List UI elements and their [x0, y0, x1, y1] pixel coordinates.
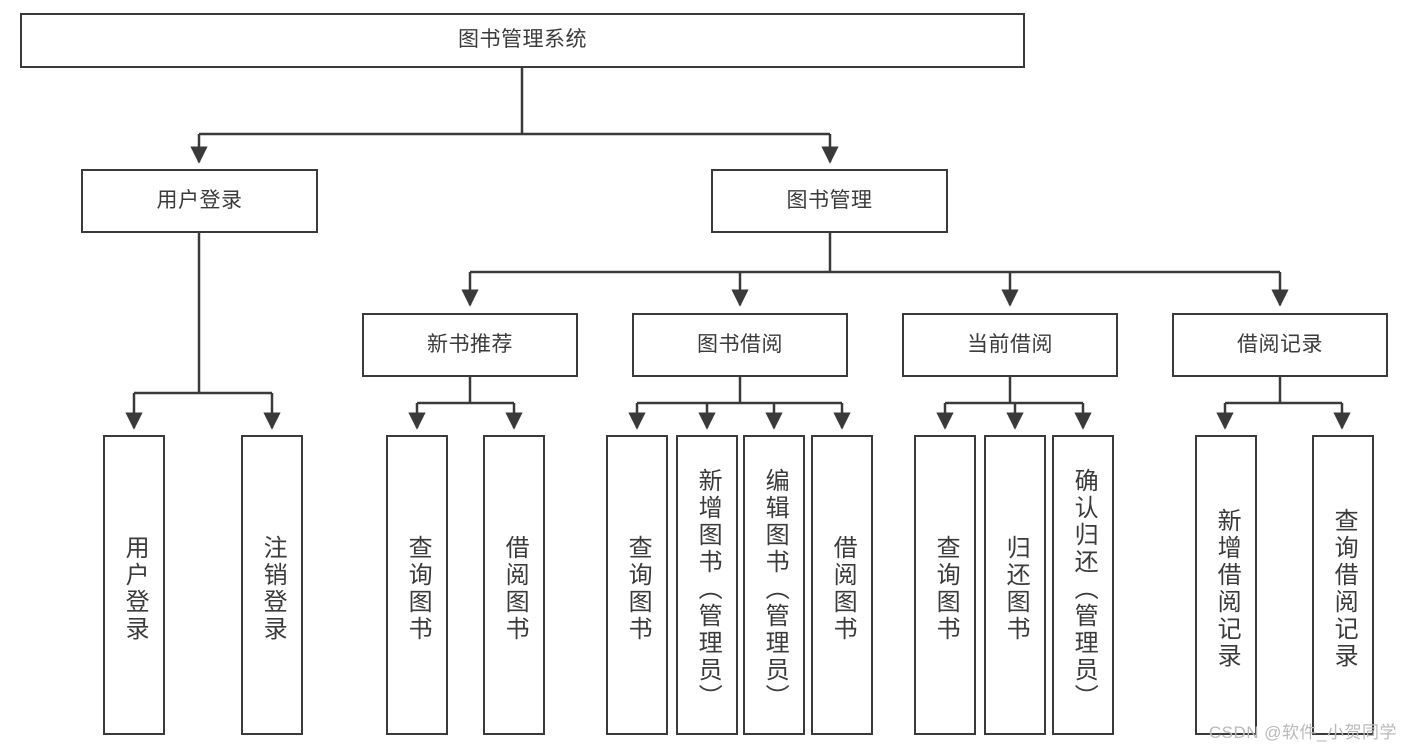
- node-leaf-query-record[interactable]: 查询借阅记录: [1312, 435, 1374, 735]
- node-book-borrow-label: 图书借阅: [697, 332, 783, 356]
- node-user-login[interactable]: 用户登录: [81, 169, 318, 233]
- node-leaf-return-book-label: 归还图书: [1002, 535, 1030, 643]
- node-leaf-add-record-label: 新增借阅记录: [1213, 508, 1241, 670]
- node-leaf-query-book-3[interactable]: 查询图书: [914, 435, 976, 735]
- node-root[interactable]: 图书管理系统: [20, 13, 1025, 68]
- node-leaf-query-book-2[interactable]: 查询图书: [606, 435, 668, 735]
- node-leaf-borrow-book-2-label: 借阅图书: [829, 535, 857, 643]
- node-leaf-user-login-label: 用户登录: [121, 535, 149, 643]
- node-leaf-add-book[interactable]: 新增图书（管理员）: [676, 435, 738, 735]
- node-leaf-add-record[interactable]: 新增借阅记录: [1195, 435, 1257, 735]
- node-leaf-confirm-return[interactable]: 确认归还（管理员）: [1052, 435, 1114, 735]
- node-book-manage-label: 图书管理: [786, 188, 873, 212]
- node-leaf-borrow-book-2[interactable]: 借阅图书: [811, 435, 873, 735]
- node-new-book-rec[interactable]: 新书推荐: [362, 313, 578, 377]
- node-leaf-return-book[interactable]: 归还图书: [984, 435, 1046, 735]
- node-new-book-rec-label: 新书推荐: [427, 332, 513, 356]
- node-borrow-record[interactable]: 借阅记录: [1172, 313, 1388, 377]
- node-leaf-edit-book-label: 编辑图书（管理员）: [761, 467, 789, 711]
- node-leaf-confirm-return-label: 确认归还（管理员）: [1070, 467, 1098, 711]
- node-book-manage[interactable]: 图书管理: [711, 169, 948, 233]
- node-leaf-logout[interactable]: 注销登录: [241, 435, 303, 735]
- node-current-borrow[interactable]: 当前借阅: [902, 313, 1118, 377]
- node-leaf-user-login[interactable]: 用户登录: [103, 435, 165, 735]
- node-leaf-query-book-3-label: 查询图书: [932, 535, 960, 643]
- node-current-borrow-label: 当前借阅: [967, 332, 1053, 356]
- node-book-borrow[interactable]: 图书借阅: [632, 313, 848, 377]
- node-leaf-query-record-label: 查询借阅记录: [1330, 508, 1358, 670]
- node-leaf-query-book-2-label: 查询图书: [624, 535, 652, 643]
- node-borrow-record-label: 借阅记录: [1237, 332, 1323, 356]
- node-leaf-borrow-book-1-label: 借阅图书: [501, 535, 529, 643]
- node-leaf-edit-book[interactable]: 编辑图书（管理员）: [743, 435, 805, 735]
- node-leaf-query-book-1[interactable]: 查询图书: [386, 435, 448, 735]
- node-user-login-label: 用户登录: [156, 188, 243, 212]
- node-leaf-add-book-label: 新增图书（管理员）: [694, 467, 722, 711]
- node-leaf-borrow-book-1[interactable]: 借阅图书: [483, 435, 545, 735]
- node-root-label: 图书管理系统: [458, 28, 587, 52]
- node-leaf-query-book-1-label: 查询图书: [404, 535, 432, 643]
- node-leaf-logout-label: 注销登录: [259, 535, 287, 643]
